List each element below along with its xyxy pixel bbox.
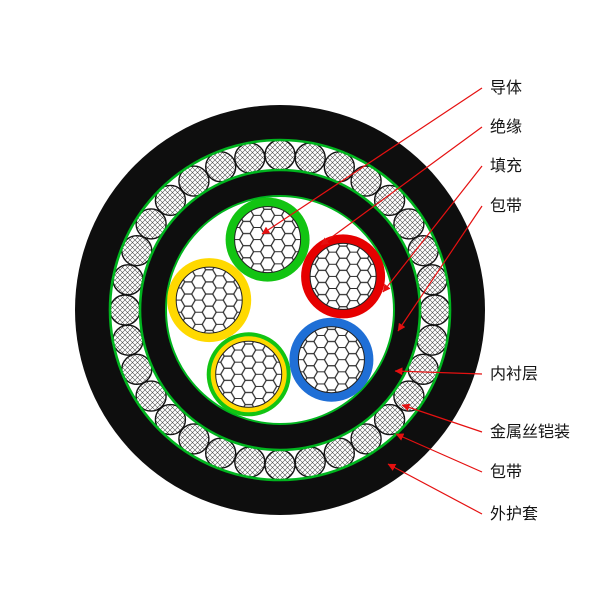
armor-wire xyxy=(264,449,296,481)
leader-line-inner-lining xyxy=(394,367,483,376)
tape-inner-line xyxy=(165,195,395,425)
conductor-strands xyxy=(215,341,282,408)
core-lower-left xyxy=(206,332,291,417)
core-top xyxy=(225,197,310,282)
label-tape-outer: 包带 xyxy=(490,463,522,481)
core-upper-right xyxy=(301,234,386,319)
leader-line-wire-armor xyxy=(401,403,483,433)
armor-wire xyxy=(178,165,210,197)
label-tape-inner: 包带 xyxy=(490,197,522,215)
conductor-strands xyxy=(176,267,243,334)
armor-wire xyxy=(112,264,144,296)
leader-line-tape-inner xyxy=(397,205,483,332)
armor-wire xyxy=(419,294,451,326)
cable-cross-section xyxy=(75,105,485,515)
armor-wire xyxy=(234,446,266,478)
armor-wire xyxy=(112,324,144,356)
armor-wire xyxy=(350,423,382,455)
tape-outer-line xyxy=(108,138,452,482)
label-inner-lining: 内衬层 xyxy=(490,365,538,383)
armor-wire xyxy=(393,208,425,240)
conductor-strands xyxy=(298,326,365,393)
label-outer-sheath: 外护套 xyxy=(490,505,538,523)
conductor-strands xyxy=(310,243,377,310)
armor-wire xyxy=(350,165,382,197)
armor-wire xyxy=(135,208,167,240)
leader-line-outer-sheath xyxy=(387,463,483,515)
armor-wire xyxy=(373,403,406,436)
leader-line-filler xyxy=(382,165,483,293)
leader-line-conductor xyxy=(261,87,483,235)
conductor-strands xyxy=(234,206,301,273)
armor-wire xyxy=(373,184,406,217)
armor-wire xyxy=(234,142,266,174)
core-lower-right xyxy=(289,317,374,402)
callout-lines xyxy=(261,87,483,515)
label-filler: 填充 xyxy=(490,157,522,175)
core-left xyxy=(167,258,252,343)
armor-wire xyxy=(416,324,448,356)
armor-wire xyxy=(294,142,326,174)
tape-mid-line xyxy=(138,168,422,452)
armor-wire xyxy=(294,446,326,478)
armor-wire xyxy=(135,380,167,412)
armor-wire xyxy=(393,380,425,412)
leader-line-tape-outer xyxy=(395,433,483,473)
armor-wire xyxy=(154,184,187,217)
armor-wire xyxy=(264,139,296,171)
label-insulation: 绝缘 xyxy=(490,118,522,136)
armor-wire xyxy=(154,403,187,436)
armor-wire xyxy=(109,294,141,326)
label-wire-armor: 金属丝铠装 xyxy=(490,423,570,441)
label-conductor: 导体 xyxy=(490,79,522,97)
armor-wire xyxy=(178,423,210,455)
callout-labels: 导体 绝缘 填充 包带 内衬层 金属丝铠装 包带 外护套 xyxy=(490,79,570,523)
leader-line-insulation xyxy=(320,126,483,246)
